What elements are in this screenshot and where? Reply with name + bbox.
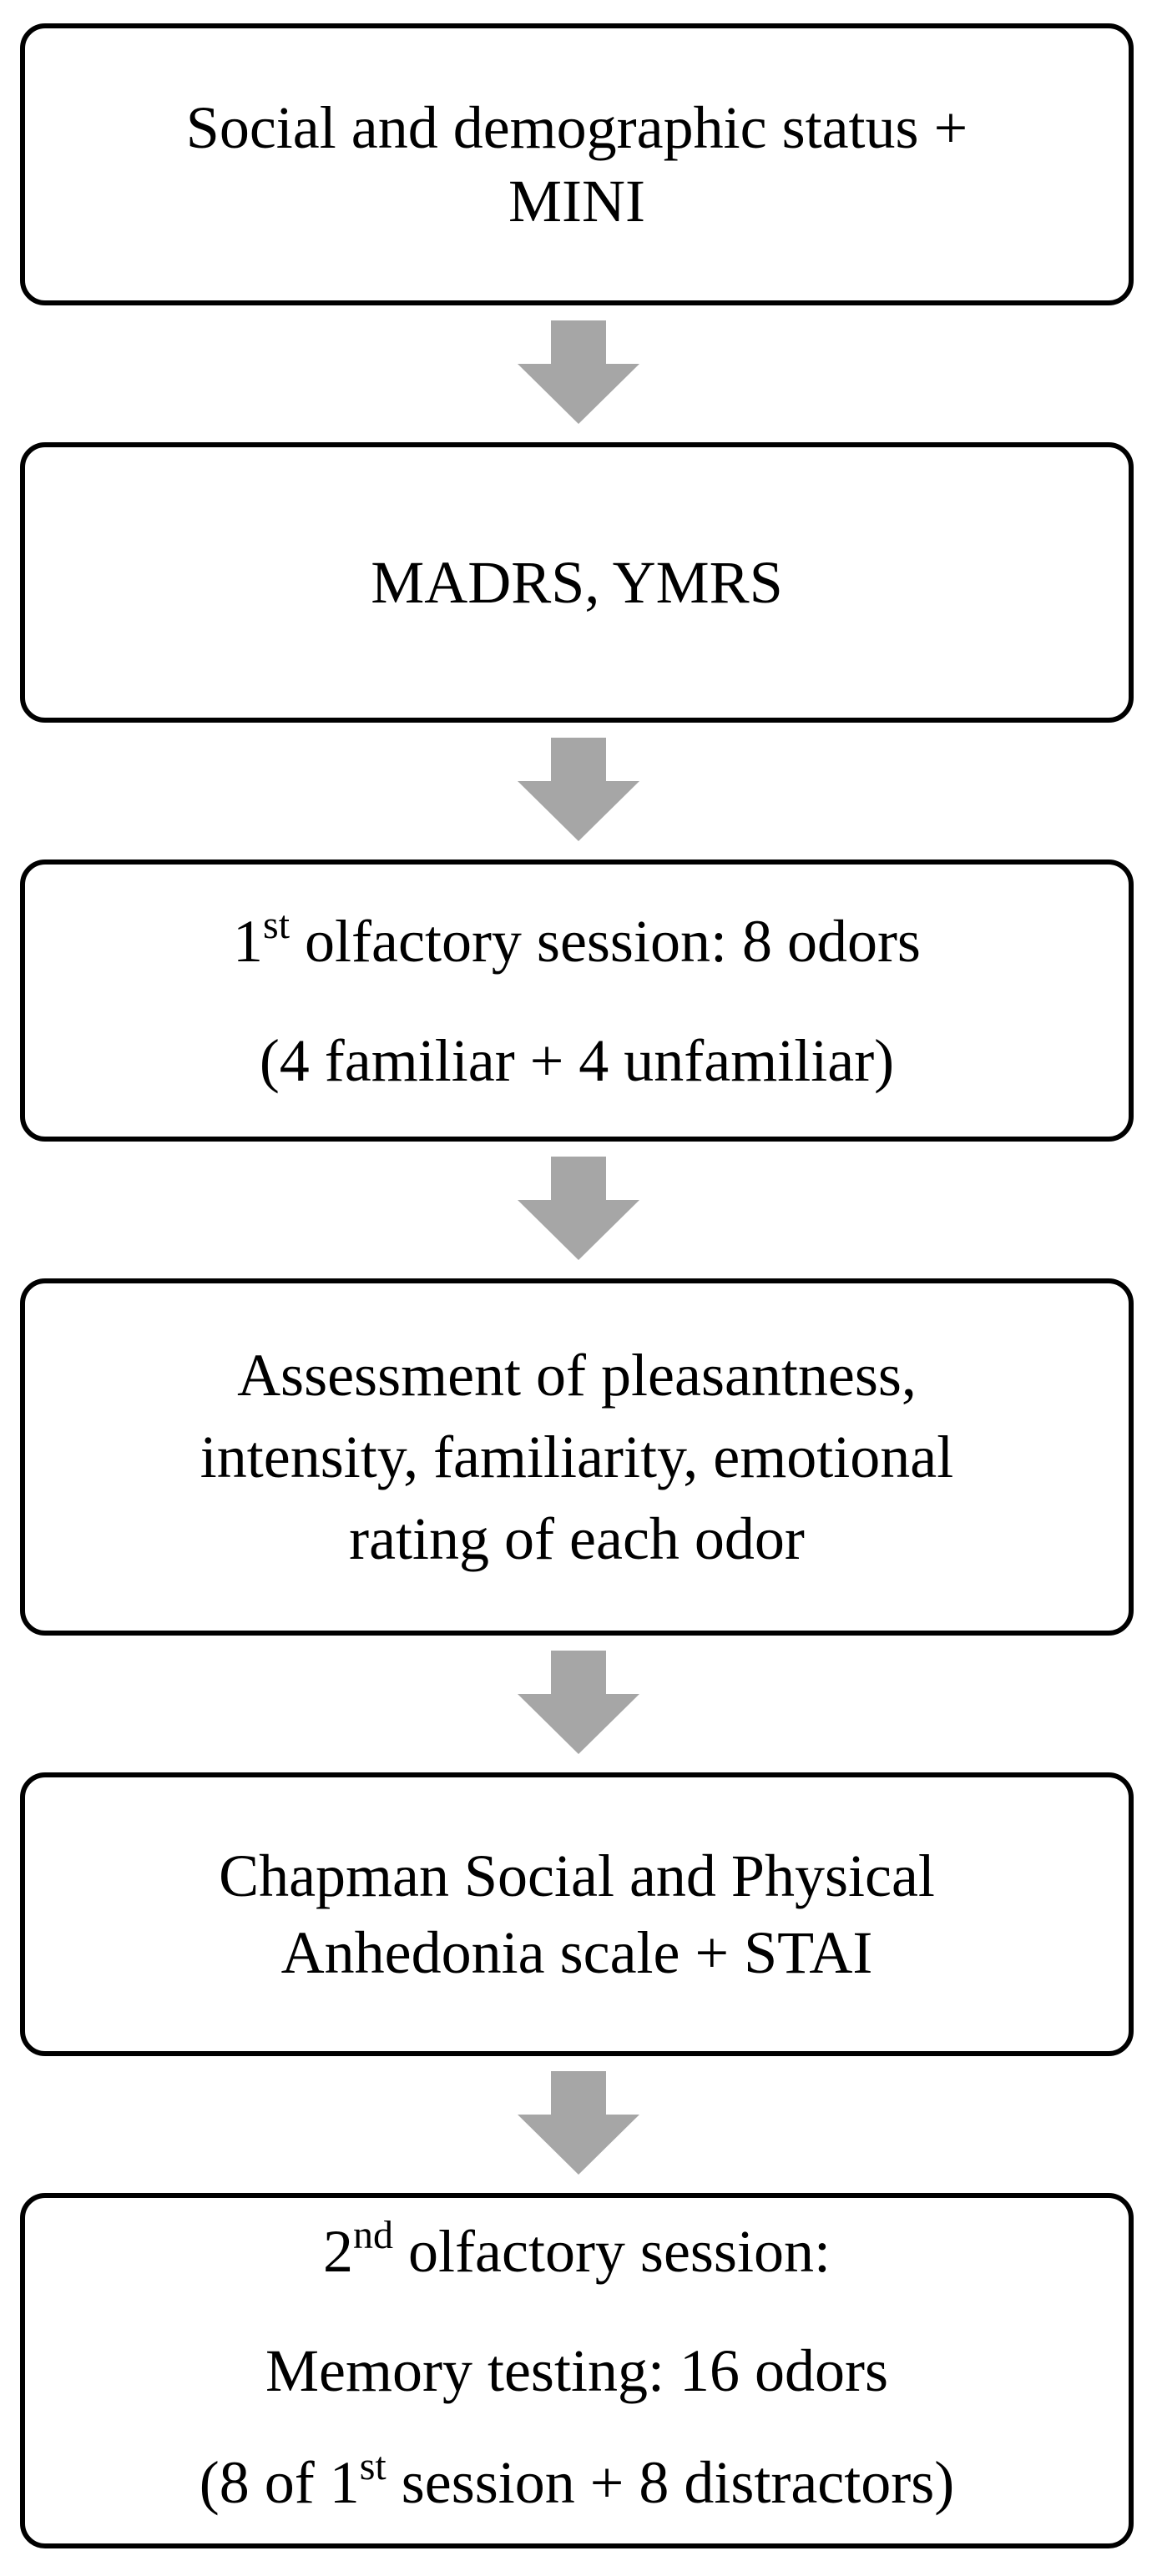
down-arrow-icon (518, 1651, 639, 1754)
flow-step-odor-assessment: Assessment of pleasantness, intensity, f… (20, 1278, 1134, 1636)
step-text-line: Anhedonia scale + STAI (280, 1919, 873, 1986)
step-text-line: Social and demographic status + (185, 94, 968, 161)
flow-step-demographics: Social and demographic status + MINI (20, 23, 1134, 305)
down-arrow-icon (518, 320, 639, 424)
step-text-line: rating of each odor (349, 1505, 805, 1572)
step-text-line: Chapman Social and Physical (219, 1843, 935, 1909)
flow-step-anhedonia-scale: Chapman Social and Physical Anhedonia sc… (20, 1772, 1134, 2056)
superscript: st (359, 2444, 386, 2488)
down-arrow-icon (518, 1157, 639, 1260)
step-text-line: MINI (508, 168, 645, 234)
step-text-line: 1st olfactory session: 8 odors (233, 902, 921, 975)
step-text-line: Assessment of pleasantness, (237, 1342, 917, 1409)
superscript: nd (353, 2213, 394, 2257)
flow-step-madrs-ymrs: MADRS, YMRS (20, 442, 1134, 723)
flow-step-first-olfactory-session: 1st olfactory session: 8 odors (4 famili… (20, 860, 1134, 1142)
step-text-line: Memory testing: 16 odors (265, 2337, 888, 2404)
flow-step-second-olfactory-session: 2nd olfactory session: Memory testing: 1… (20, 2193, 1134, 2548)
step-text-line: intensity, familiarity, emotional (200, 1424, 954, 1490)
down-arrow-icon (518, 738, 639, 841)
superscript: st (263, 902, 290, 947)
down-arrow-icon (518, 2071, 639, 2175)
step-text-line: MADRS, YMRS (371, 549, 783, 616)
step-text-line: (8 of 1st session + 8 distractors) (199, 2444, 955, 2516)
step-text-line: 2nd olfactory session: (323, 2213, 831, 2285)
step-text-line: (4 familiar + 4 unfamiliar) (259, 1026, 895, 1094)
